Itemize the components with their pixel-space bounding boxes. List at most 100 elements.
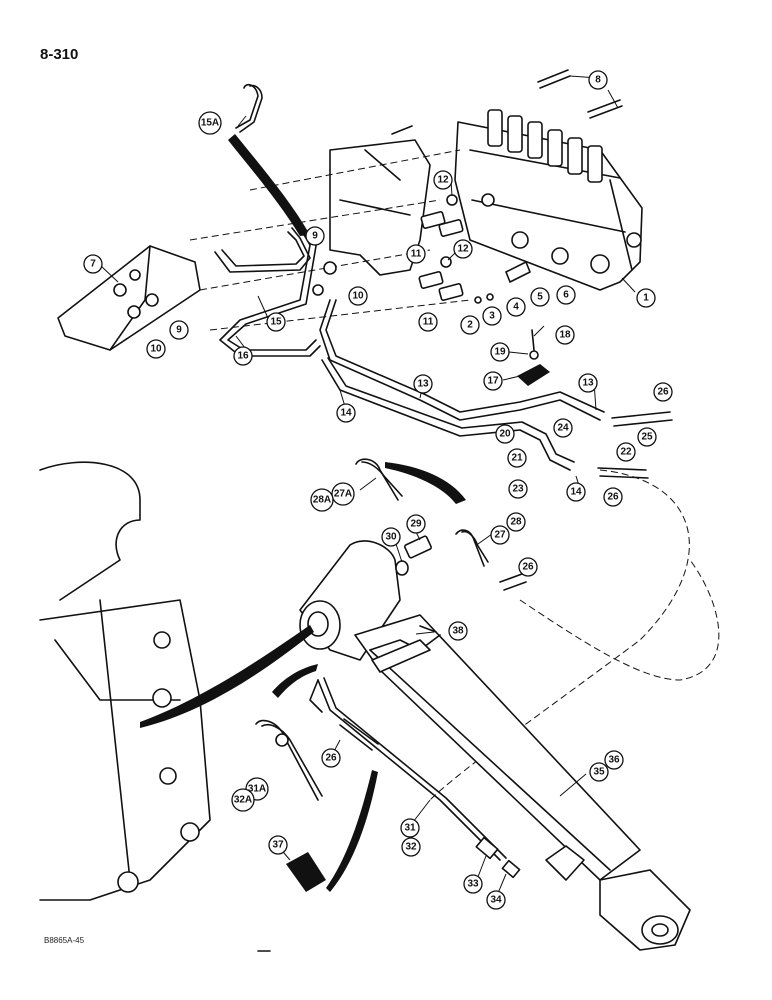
callout-label: 11	[411, 249, 422, 260]
loader-frame-drawing	[39, 461, 211, 901]
callout-14: 14	[566, 482, 586, 502]
callout-label: 28A	[313, 495, 331, 506]
callout-label: 14	[340, 408, 352, 419]
callout-28: 28	[506, 512, 526, 532]
callout-label: 13	[417, 379, 429, 390]
elbow-15a-drawing	[235, 83, 263, 133]
callout-33: 33	[463, 874, 483, 894]
callout-label: 9	[312, 231, 318, 242]
callout-26: 26	[518, 557, 538, 577]
callout-label: 38	[452, 626, 464, 637]
callout-30: 30	[381, 527, 401, 547]
callout-label: 1	[643, 293, 649, 304]
callout-label: 30	[385, 532, 397, 543]
callout-label: 23	[512, 484, 524, 495]
callout-label: 15A	[201, 118, 219, 129]
callout-3: 3	[482, 306, 502, 326]
callout-label: 26	[657, 387, 669, 398]
valve-fittings-drawing	[312, 194, 531, 304]
callout-10: 10	[348, 286, 368, 306]
callout-9: 9	[305, 226, 325, 246]
callout-34: 34	[486, 890, 506, 910]
callout-29: 29	[406, 514, 426, 534]
callout-19: 19	[490, 342, 510, 362]
callout-label: 26	[522, 562, 534, 573]
callout-label: 10	[150, 344, 162, 355]
callout-9: 9	[169, 320, 189, 340]
callout-label: 33	[467, 879, 479, 890]
callout-13: 13	[413, 374, 433, 394]
callout-label: 27A	[334, 489, 352, 500]
callout-label: 31A	[248, 784, 266, 795]
callout-label: 12	[437, 175, 449, 186]
callout-6: 6	[556, 285, 576, 305]
page-number: 8-310	[40, 46, 79, 63]
tube-clamp-bracket-drawing	[57, 245, 201, 351]
callout-26: 26	[321, 748, 341, 768]
callout-26: 26	[603, 487, 623, 507]
callout-label: 36	[608, 755, 620, 766]
callout-label: 9	[176, 325, 182, 336]
callout-4: 4	[506, 297, 526, 317]
figure-code: B8865A-45	[44, 936, 85, 945]
callout-20: 20	[495, 424, 515, 444]
tube-31-32-drawing	[309, 677, 521, 879]
hydraulic-cylinder-drawing	[299, 540, 691, 951]
callout-label: 29	[410, 519, 422, 530]
callout-label: 11	[423, 317, 434, 328]
callout-2: 2	[460, 315, 480, 335]
callout-37: 37	[268, 835, 288, 855]
callout-12: 12	[453, 239, 473, 259]
callout-label: 21	[511, 453, 523, 464]
alignment-lines	[189, 149, 720, 801]
callout-14: 14	[336, 403, 356, 423]
callout-label: 25	[641, 432, 653, 443]
hose-clamp-38-drawing	[371, 625, 437, 673]
callout-label: 26	[607, 492, 619, 503]
callout-38: 38	[448, 621, 468, 641]
callout-18: 18	[555, 325, 575, 345]
hose-ends-drawing	[339, 411, 673, 751]
callout-label: 3	[489, 311, 495, 322]
callout-label: 24	[557, 423, 569, 434]
callout-22: 22	[616, 442, 636, 462]
callout-8: 8	[588, 70, 608, 90]
callout-11: 11	[406, 244, 426, 264]
callout-label: 32	[405, 842, 417, 853]
callout-label: 13	[582, 378, 594, 389]
callout-15: 15	[266, 312, 286, 332]
callout-11: 11	[418, 312, 438, 332]
callout-label: 22	[620, 447, 632, 458]
callout-13: 13	[578, 373, 598, 393]
callout-17: 17	[483, 371, 503, 391]
callout-28a: 28A	[310, 488, 334, 512]
callout-label: 34	[490, 895, 502, 906]
callout-label: 5	[537, 292, 543, 303]
callout-21: 21	[507, 448, 527, 468]
callout-label: 12	[457, 244, 469, 255]
callout-35: 35	[589, 762, 609, 782]
tubes-15-16-drawing	[214, 227, 321, 357]
callout-label: 20	[499, 429, 511, 440]
elbow-fittings-drawing	[355, 458, 489, 576]
callout-27: 27	[490, 525, 510, 545]
callout-31: 31	[400, 818, 420, 838]
callout-32a: 32A	[231, 788, 255, 812]
callout-16: 16	[233, 346, 253, 366]
callout-label: 16	[237, 351, 249, 362]
callout-7: 7	[83, 254, 103, 274]
callout-label: 27	[494, 530, 506, 541]
callout-27a: 27A	[331, 482, 355, 506]
callout-label: 19	[494, 347, 506, 358]
callout-32: 32	[401, 837, 421, 857]
callout-label: 31	[404, 823, 416, 834]
callout-label: 32A	[234, 795, 252, 806]
callout-label: 10	[352, 291, 364, 302]
callout-label: 8	[595, 75, 601, 86]
callout-12: 12	[433, 170, 453, 190]
callout-label: 6	[563, 290, 569, 301]
callout-label: 7	[90, 259, 96, 270]
callout-label: 2	[467, 320, 473, 331]
